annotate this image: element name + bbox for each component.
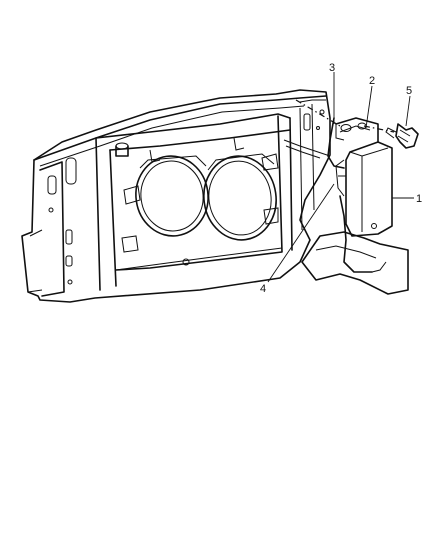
part-5-bolt bbox=[385, 123, 419, 149]
part-2-bracket bbox=[335, 117, 379, 143]
callout-1: 1 bbox=[416, 193, 422, 205]
callout-4: 4 bbox=[260, 283, 266, 295]
leader-line-4 bbox=[267, 183, 335, 283]
part-3-wire-harness bbox=[283, 117, 345, 169]
leader-line-2 bbox=[365, 85, 373, 129]
assembly-centerline bbox=[295, 99, 341, 127]
callout-5: 5 bbox=[406, 85, 412, 97]
inner-fender-panel bbox=[301, 195, 409, 295]
right-headlamp-opening bbox=[203, 153, 277, 241]
left-headlamp-opening bbox=[135, 155, 209, 237]
callout-3: 3 bbox=[329, 62, 335, 74]
part-1-module-box bbox=[335, 141, 393, 237]
leader-line-5 bbox=[405, 95, 411, 127]
radiator-support-panel bbox=[21, 89, 331, 303]
callout-2: 2 bbox=[369, 75, 375, 87]
assembly-centerline bbox=[363, 125, 395, 133]
